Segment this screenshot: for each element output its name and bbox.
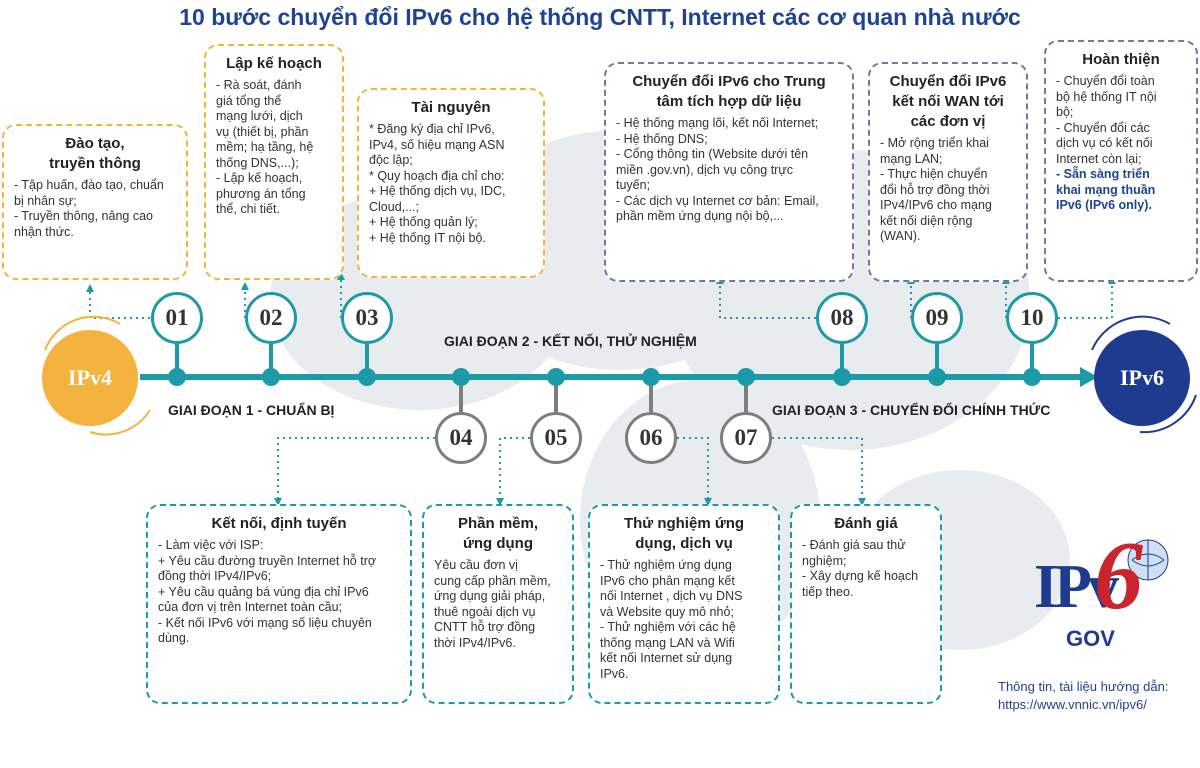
step-09-text: - Thực hiện chuyển đổi hỗ trợ đồng thời … [880,167,992,243]
step-01-number: 01 [151,292,203,344]
step-10-text: - Chuyển đổi các dịch vụ có kết nối Inte… [1056,120,1153,166]
step-07-text: - Xây dựng kế hoạch tiếp theo. [802,569,919,599]
step-04-box: Kết nối, định tuyến - Làm việc với ISP: … [146,504,412,704]
step-10-box: Hoàn thiện - Chuyển đổi toàn bộ hệ thống… [1044,40,1198,282]
step-02-title: Lập kế hoạch [226,55,322,72]
step-02-text: - Lập kế hoạch, phương án tổng thể, chi … [216,171,306,216]
step-08-number: 08 [816,292,868,344]
step-05-box: Phần mềm, ứng dụng Yêu cầu đơn vị cung c… [422,504,574,704]
step-06-text: - Thử nghiệm ứng dụng IPv6 cho phân mạng… [600,558,743,619]
step-03-text: * Đăng ký địa chỉ IPv6, IPv4, số hiệu mạ… [369,122,505,167]
footer-info: Thông tin, tài liệu hướng dẫn: https://w… [998,678,1168,714]
step-01-title: Đào tạo, truyền thông [49,135,141,172]
step-06-box: Thử nghiệm ứng dụng, dịch vụ - Thử nghiệ… [588,504,780,704]
timeline-node [452,368,470,386]
timeline-node [547,368,565,386]
step-01-box: Đào tạo, truyền thông - Tập huấn, đào tạ… [2,124,188,280]
step-03-number: 03 [341,292,393,344]
step-09-number: 09 [911,292,963,344]
step-02-number: 02 [245,292,297,344]
step-08-title: Chuyển đổi IPv6 cho Trung tâm tích hợp d… [632,73,826,110]
step-03-text: + Hệ thống dịch vụ, IDC, Cloud,...; [369,184,506,214]
step-08-text: - Các dịch vụ Internet cơ bản: Email, ph… [616,193,819,224]
step-05-number: 05 [530,412,582,464]
step-05-title: Phần mềm, ứng dụng [457,515,539,552]
logo-ipv-text: IPv [1034,553,1119,621]
timeline-node [833,368,851,386]
step-03-box: Tài nguyên * Đăng ký địa chỉ IPv6, IPv4,… [357,88,545,278]
stage-3-label: GIAI ĐOẠN 3 - CHUYỂN ĐỔI CHÍNH THỨC [772,402,1051,418]
step-10-text: - Chuyển đổi toàn bộ hệ thống IT nội bộ; [1056,74,1157,119]
timeline-node [358,368,376,386]
logo-gov-text: GOV [1066,626,1115,651]
timeline-node [168,368,186,386]
step-01-text: - Truyền thông, nâng cao nhận thức. [14,209,153,239]
step-04-text: - Làm việc với ISP: [158,538,264,552]
step-08-text: - Hệ thống mạng lõi, kết nối Internet; [616,116,819,130]
step-05-text: Yêu cầu đơn vị cung cấp phần mềm, ứng dụ… [434,558,551,650]
timeline-node [642,368,660,386]
page-title: 10 bước chuyển đổi IPv6 cho hệ thống CNT… [179,4,1021,30]
step-09-text: - Mở rộng triển khai mạng LAN; [880,136,989,166]
step-02-box: Lập kế hoạch - Rà soát, đánh giá tổng th… [204,44,344,280]
step-01-text: - Tập huấn, đào tạo, chuẩn bị nhân sự; [14,178,164,208]
step-07-text: - Đánh giá sau thử nghiệm; [802,538,906,568]
step-09-box: Chuyển đổi IPv6 kết nối WAN tới các đơn … [868,62,1028,282]
step-02-text: - Rà soát, đánh giá tổng thể mạng lưới, … [216,78,314,170]
timeline-node [262,368,280,386]
step-03-text: + Hệ thống quản lý; [369,215,478,229]
timeline-node [928,368,946,386]
step-03-text: + Hệ thống IT nội bộ. [369,230,486,245]
step-08-box: Chuyển đổi IPv6 cho Trung tâm tích hợp d… [604,62,854,282]
step-04-text: - Kết nối IPv6 với mạng số liệu chuyên d… [158,615,372,646]
timeline-node [737,368,755,386]
step-03-title: Tài nguyên [411,99,491,116]
stage-2-label: GIAI ĐOẠN 2 - KẾT NỐI, THỬ NGHIỆM [444,333,697,349]
timeline-arrow [1080,367,1098,387]
step-10-highlight: - Sẵn sàng triển khai mạng thuần IPv6 (I… [1056,167,1156,212]
ipv6-end-circle: IPv6 [1094,330,1190,426]
step-09-title: Chuyển đổi IPv6 kết nối WAN tới các đơn … [889,73,1007,130]
step-10-number: 10 [1006,292,1058,344]
stage-1-label: GIAI ĐOẠN 1 - CHUẨN BỊ [168,402,335,418]
logo-six-text: 6 [1094,522,1143,630]
step-07-number: 07 [720,412,772,464]
step-06-title: Thử nghiệm ứng dụng, dịch vụ [623,515,745,552]
step-04-text: + Yêu cầu quảng bá vùng địa chỉ IPv6 của… [158,584,369,615]
timeline-node [1023,368,1041,386]
ipv6-gov-logo [1127,539,1169,581]
step-08-text: - Hệ thống DNS; [616,131,708,146]
step-04-text: + Yêu cầu đường truyền Internet hỗ trợ đ… [158,553,377,584]
ipv4-start-circle: IPv4 [42,330,138,426]
step-04-number: 04 [435,412,487,464]
step-10-title: Hoàn thiện [1082,51,1160,68]
step-03-text: * Quy hoạch địa chỉ cho: [369,168,505,183]
step-08-text: - Cổng thông tin (Website dưới tên miền … [616,147,809,192]
step-07-box: Đánh giá - Đánh giá sau thử nghiệm; - Xâ… [790,504,942,704]
footer-link[interactable]: https://www.vnnic.vn/ipv6/ [998,697,1147,712]
step-06-number: 06 [625,412,677,464]
step-07-title: Đánh giá [834,515,898,532]
step-06-text: - Thử nghiệm với các hệ thống mạng LAN v… [600,620,736,681]
footer-caption: Thông tin, tài liệu hướng dẫn: [998,679,1169,694]
step-04-title: Kết nối, định tuyến [211,515,347,532]
